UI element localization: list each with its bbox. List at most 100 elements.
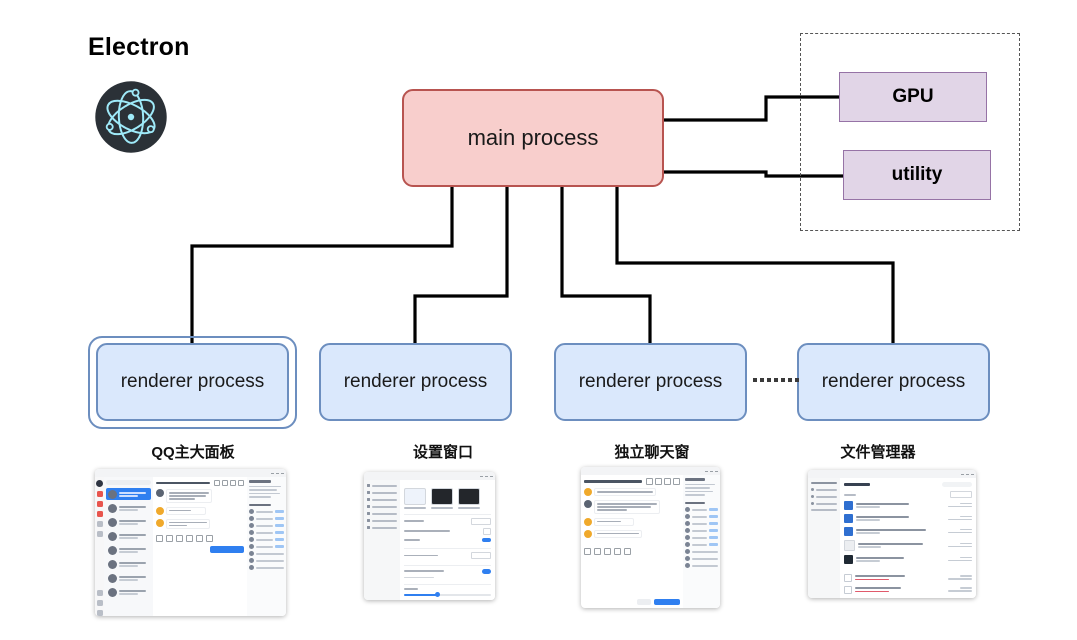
- more-icon[interactable]: [238, 480, 245, 486]
- dropdown[interactable]: [471, 517, 491, 525]
- setting-row[interactable]: [404, 552, 491, 560]
- table-row[interactable]: [844, 526, 972, 536]
- emoji-icon[interactable]: [156, 535, 164, 543]
- list-item[interactable]: [106, 544, 151, 556]
- list-item[interactable]: [685, 507, 718, 513]
- dropdown[interactable]: [471, 552, 491, 560]
- file-manager-sidebar[interactable]: [808, 478, 840, 598]
- shake-icon[interactable]: [206, 535, 214, 543]
- list-item[interactable]: [249, 509, 284, 515]
- qq-main-panel-screenshot[interactable]: [95, 469, 286, 616]
- theme-selector[interactable]: [404, 488, 491, 509]
- sidebar-item-privacy[interactable]: [367, 505, 397, 508]
- renderer-process-node-3[interactable]: renderer process: [554, 343, 747, 421]
- setting-row[interactable]: [404, 569, 491, 574]
- sidebar-item-shortcut[interactable]: [367, 512, 397, 515]
- sidebar-item-account[interactable]: [367, 491, 397, 494]
- table-row[interactable]: [844, 573, 972, 582]
- image-icon[interactable]: [604, 547, 611, 555]
- list-item[interactable]: [249, 551, 284, 557]
- cancel-button[interactable]: [637, 599, 651, 605]
- font-icon[interactable]: [166, 535, 174, 543]
- renderer-process-node-2[interactable]: renderer process: [319, 343, 512, 421]
- list-item[interactable]: [685, 549, 718, 555]
- row-checkbox[interactable]: [844, 585, 852, 594]
- chat-toolbar[interactable]: [156, 535, 244, 543]
- file-manager-screenshot[interactable]: [808, 470, 976, 598]
- theme-option-auto[interactable]: [458, 488, 480, 509]
- settings-window-screenshot[interactable]: [364, 472, 495, 600]
- history-icon[interactable]: [196, 535, 204, 543]
- search-input[interactable]: [106, 480, 152, 485]
- list-item[interactable]: [685, 556, 718, 562]
- file-icon[interactable]: [186, 535, 194, 543]
- list-item[interactable]: [685, 563, 718, 569]
- table-row[interactable]: [844, 585, 972, 594]
- send-button[interactable]: [654, 599, 680, 605]
- sidebar-item-message[interactable]: [367, 498, 397, 501]
- list-item[interactable]: [249, 544, 284, 550]
- video-icon[interactable]: [664, 478, 671, 485]
- chat-toolbar[interactable]: [584, 547, 680, 555]
- list-item[interactable]: [106, 502, 151, 514]
- list-item[interactable]: [106, 530, 151, 542]
- video-icon[interactable]: [230, 480, 237, 486]
- screenshot-icon[interactable]: [214, 480, 221, 486]
- sidebar-item-about[interactable]: [367, 526, 397, 529]
- send-button[interactable]: [210, 546, 245, 554]
- more-icon[interactable]: [673, 478, 680, 485]
- list-item[interactable]: [685, 528, 718, 534]
- file-icon[interactable]: [614, 547, 621, 555]
- toggle[interactable]: [482, 569, 491, 574]
- qq-conversation-list[interactable]: [104, 477, 154, 616]
- table-row[interactable]: [844, 513, 972, 523]
- list-item[interactable]: [685, 514, 718, 520]
- gpu-process-node[interactable]: GPU: [839, 72, 987, 122]
- row-checkbox[interactable]: [844, 573, 852, 582]
- setting-row[interactable]: [404, 517, 491, 525]
- sidebar-item-videos[interactable]: [811, 509, 837, 511]
- chat-action-bar[interactable]: [581, 596, 683, 608]
- list-item[interactable]: [249, 565, 284, 571]
- screenshot-icon[interactable]: [646, 478, 653, 485]
- setting-row[interactable]: [404, 537, 491, 543]
- list-item[interactable]: [249, 516, 284, 522]
- setting-row[interactable]: [404, 527, 491, 535]
- toggle[interactable]: [482, 537, 491, 543]
- image-icon[interactable]: [176, 535, 184, 543]
- list-item[interactable]: [249, 537, 284, 543]
- call-icon[interactable]: [222, 480, 229, 486]
- font-icon[interactable]: [594, 547, 601, 555]
- list-item[interactable]: [249, 523, 284, 529]
- main-process-node[interactable]: main process: [402, 89, 664, 187]
- renderer-process-node-1[interactable]: renderer process: [96, 343, 289, 421]
- volume-slider[interactable]: [404, 592, 491, 598]
- table-row[interactable]: [844, 539, 972, 551]
- list-item[interactable]: [106, 516, 151, 528]
- list-item[interactable]: [685, 521, 718, 527]
- emoji-icon[interactable]: [584, 547, 591, 555]
- sort-dropdown[interactable]: [950, 491, 972, 499]
- sidebar-item-images[interactable]: [811, 495, 837, 498]
- call-icon[interactable]: [655, 478, 662, 485]
- theme-option-light[interactable]: [404, 488, 426, 509]
- list-item[interactable]: [106, 572, 151, 584]
- search-input[interactable]: [942, 482, 972, 487]
- list-item[interactable]: [106, 488, 152, 500]
- list-item[interactable]: [685, 542, 718, 548]
- sidebar-item-recent[interactable]: [811, 488, 837, 491]
- theme-option-dark[interactable]: [431, 488, 453, 509]
- list-item[interactable]: [106, 558, 151, 570]
- standalone-chat-window-screenshot[interactable]: [581, 467, 720, 608]
- list-item[interactable]: [249, 530, 284, 536]
- utility-process-node[interactable]: utility: [843, 150, 991, 200]
- sidebar-item-all[interactable]: [811, 482, 837, 484]
- sidebar-item-documents[interactable]: [811, 502, 837, 505]
- list-item[interactable]: [106, 586, 151, 598]
- shake-icon[interactable]: [624, 547, 631, 555]
- list-item[interactable]: [249, 558, 284, 564]
- sidebar-item-storage[interactable]: [367, 519, 397, 522]
- table-row[interactable]: [844, 500, 972, 510]
- checkbox[interactable]: [483, 527, 491, 535]
- renderer-process-node-4[interactable]: renderer process: [797, 343, 990, 421]
